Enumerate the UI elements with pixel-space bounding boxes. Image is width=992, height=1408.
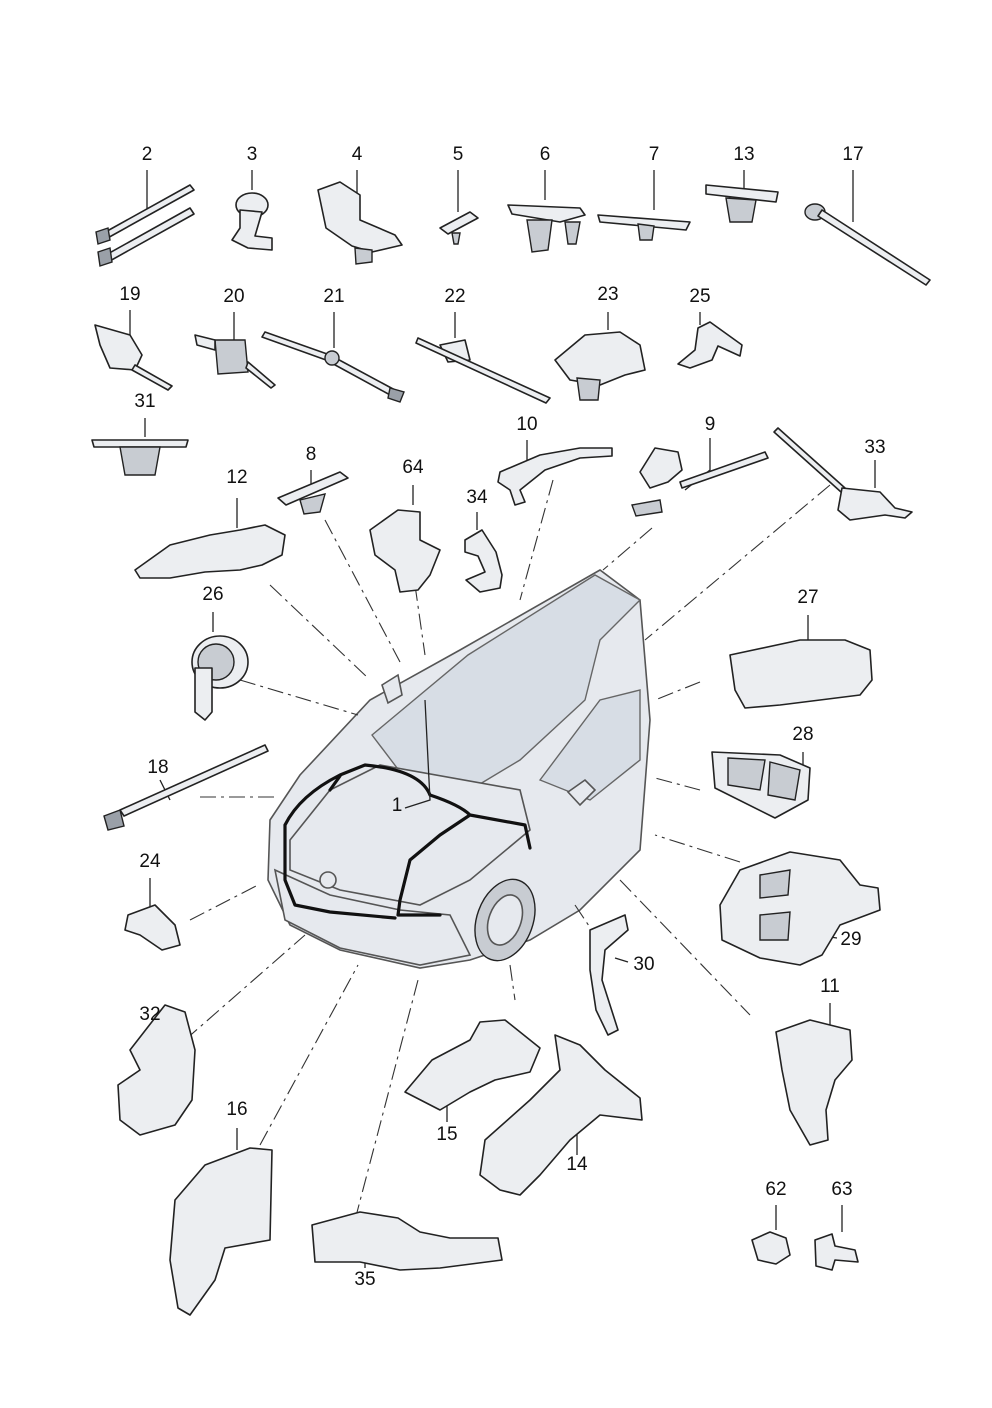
part-31-clip <box>91 439 189 476</box>
part-label-64: 64 <box>402 457 424 478</box>
part-26-grommet <box>191 635 249 721</box>
part-13-clip <box>705 184 779 223</box>
part-label-22: 22 <box>444 286 466 307</box>
part-label-17: 17 <box>842 144 864 165</box>
part-23-holder <box>554 331 646 401</box>
part-label-30: 30 <box>633 954 655 975</box>
part-15-cover <box>404 1019 541 1111</box>
part-27-box <box>729 639 873 709</box>
part-9-holder <box>631 447 769 517</box>
wiring-harness <box>283 763 532 920</box>
part-12-cover <box>134 524 286 579</box>
part-label-62: 62 <box>765 1179 787 1200</box>
part-label-4: 4 <box>351 144 363 165</box>
part-label-7: 7 <box>648 144 660 165</box>
part-label-35: 35 <box>354 1269 376 1290</box>
part-29-box <box>719 851 881 966</box>
part-64-bracket <box>369 509 441 593</box>
part-label-1: 1 <box>391 795 403 816</box>
part-label-18: 18 <box>147 757 169 778</box>
part-3-clip <box>231 192 273 251</box>
part-label-12: 12 <box>226 467 248 488</box>
part-label-9: 9 <box>704 414 716 435</box>
part-label-15: 15 <box>436 1124 458 1145</box>
part-21-cable-tie <box>261 331 405 403</box>
part-62-nut <box>751 1231 791 1265</box>
part-4-holder <box>317 181 403 265</box>
part-6-clip <box>507 204 586 253</box>
part-11-duct <box>775 1019 853 1146</box>
leader-lines <box>129 170 876 1268</box>
part-22-cable-tie <box>415 337 551 404</box>
part-20-holder <box>194 334 276 389</box>
part-18-cable-tie <box>103 744 269 831</box>
car-illustration <box>267 569 651 969</box>
car-badge-icon <box>319 871 337 889</box>
part-2-cable-ties <box>95 184 195 267</box>
part-label-31: 31 <box>134 391 156 412</box>
part-label-23: 23 <box>597 284 619 305</box>
part-label-33: 33 <box>864 437 886 458</box>
part-5-spreader <box>439 211 479 245</box>
part-label-20: 20 <box>223 286 245 307</box>
part-8-clip <box>277 471 349 515</box>
part-17-cable-tie <box>804 203 931 286</box>
part-14-duct <box>479 1034 643 1196</box>
part-63-screw <box>814 1233 859 1271</box>
part-30-bracket <box>589 914 629 1036</box>
part-33-clip <box>773 427 913 521</box>
part-28-housing <box>711 751 811 819</box>
part-label-16: 16 <box>226 1099 248 1120</box>
part-7-clip <box>597 214 691 241</box>
part-label-24: 24 <box>139 851 161 872</box>
part-16-bracket <box>169 1147 273 1316</box>
part-label-14: 14 <box>566 1154 588 1175</box>
part-label-5: 5 <box>452 144 464 165</box>
part-label-11: 11 <box>820 976 840 997</box>
part-label-25: 25 <box>689 286 711 307</box>
part-label-10: 10 <box>516 414 538 435</box>
part-32-holder <box>117 1004 196 1136</box>
part-label-13: 13 <box>733 144 755 165</box>
part-label-2: 2 <box>141 144 153 165</box>
part-label-6: 6 <box>539 144 551 165</box>
part-label-27: 27 <box>797 587 819 608</box>
part-label-8: 8 <box>305 444 317 465</box>
part-label-34: 34 <box>466 487 488 508</box>
part-label-63: 63 <box>831 1179 853 1200</box>
part-label-26: 26 <box>202 584 224 605</box>
part-34-bracket <box>464 529 503 593</box>
part-24-holder <box>124 904 181 951</box>
part-label-32: 32 <box>139 1004 161 1025</box>
part-label-19: 19 <box>119 284 141 305</box>
part-label-3: 3 <box>246 144 258 165</box>
part-label-28: 28 <box>792 724 814 745</box>
part-35-duct <box>311 1211 503 1271</box>
part-10-holder <box>497 447 613 506</box>
part-25-bracket <box>677 321 743 369</box>
connector-lines <box>184 479 831 1221</box>
part-label-21: 21 <box>323 286 345 307</box>
part-19-holder <box>94 324 173 391</box>
part-label-29: 29 <box>840 929 862 950</box>
